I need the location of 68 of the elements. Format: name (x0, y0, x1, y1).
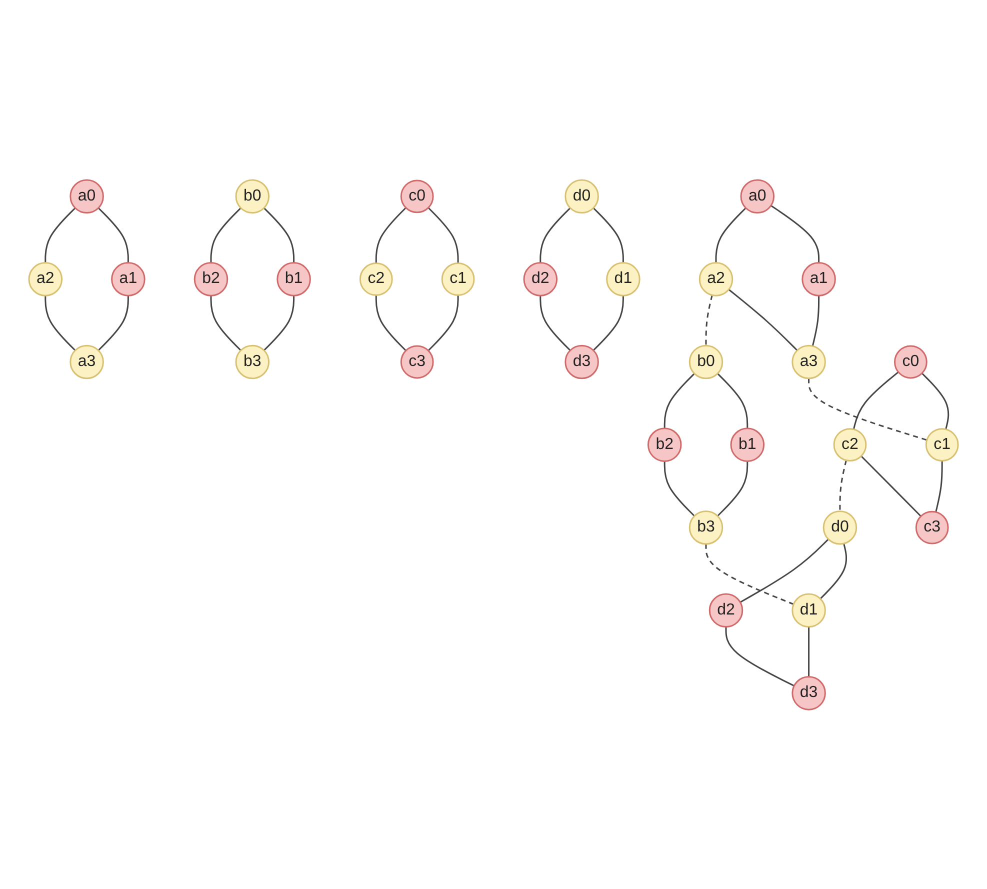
node-circle: b1 (730, 427, 764, 462)
connector (740, 538, 829, 603)
connector (664, 460, 695, 516)
connector (705, 544, 794, 605)
node-circle: a0 (740, 178, 774, 214)
node-circle: a1 (111, 262, 146, 296)
connector (428, 294, 459, 351)
connector (428, 206, 459, 263)
node-circle: b0 (688, 344, 724, 379)
connector (210, 207, 242, 262)
connector (715, 207, 746, 262)
node-circle: d2 (523, 262, 558, 296)
node-circle: a2 (698, 262, 734, 296)
node-circle: c2 (833, 428, 867, 462)
node-circle: a3 (792, 344, 826, 379)
node-circle: c3 (400, 345, 434, 378)
connector (592, 295, 624, 351)
node-circle: c0 (400, 179, 434, 213)
connector (540, 295, 571, 351)
connector (935, 460, 943, 512)
node-circle: a2 (28, 262, 63, 296)
connector (263, 295, 294, 351)
node-circle: d2 (708, 592, 744, 628)
node-circle: a1 (802, 262, 836, 296)
connector (705, 294, 713, 346)
connector (717, 460, 748, 516)
connector (98, 207, 129, 262)
connector (664, 372, 695, 428)
node-circle: d3 (792, 676, 826, 710)
connector (921, 372, 950, 430)
connector (44, 207, 76, 262)
node-circle: b0 (235, 178, 270, 214)
connector (44, 295, 76, 351)
node-circle: d1 (606, 262, 640, 296)
node-circle: d0 (564, 178, 599, 214)
node-circle: d3 (564, 344, 599, 379)
node-circle: c0 (894, 345, 928, 378)
node-circle: b3 (235, 344, 270, 379)
connector (808, 378, 928, 440)
node-circle: b3 (688, 510, 724, 544)
connector (860, 455, 922, 516)
connector (375, 206, 406, 263)
connector (717, 372, 748, 428)
node-circle: c3 (915, 510, 949, 544)
node-circle: c2 (359, 262, 393, 296)
connector (812, 295, 820, 346)
node-circle: b1 (276, 262, 311, 296)
node-circle: d0 (822, 510, 858, 544)
node-circle: d1 (792, 592, 826, 628)
node-circle: c1 (441, 262, 475, 296)
connector (263, 207, 294, 262)
connector (808, 626, 810, 676)
connector (770, 204, 820, 262)
connector (375, 294, 406, 351)
connector (725, 626, 794, 686)
connector (852, 371, 899, 430)
connector (820, 543, 847, 599)
node-circle: b2 (194, 262, 228, 296)
node-circle: a3 (70, 344, 104, 379)
node-circle: c1 (925, 428, 959, 462)
connector (728, 288, 798, 351)
connector (210, 295, 242, 351)
node-circle: a0 (70, 178, 104, 214)
connector (98, 295, 129, 351)
node-circle: b2 (647, 427, 682, 462)
connector (540, 207, 571, 262)
connector (592, 207, 624, 262)
connector (839, 460, 847, 511)
